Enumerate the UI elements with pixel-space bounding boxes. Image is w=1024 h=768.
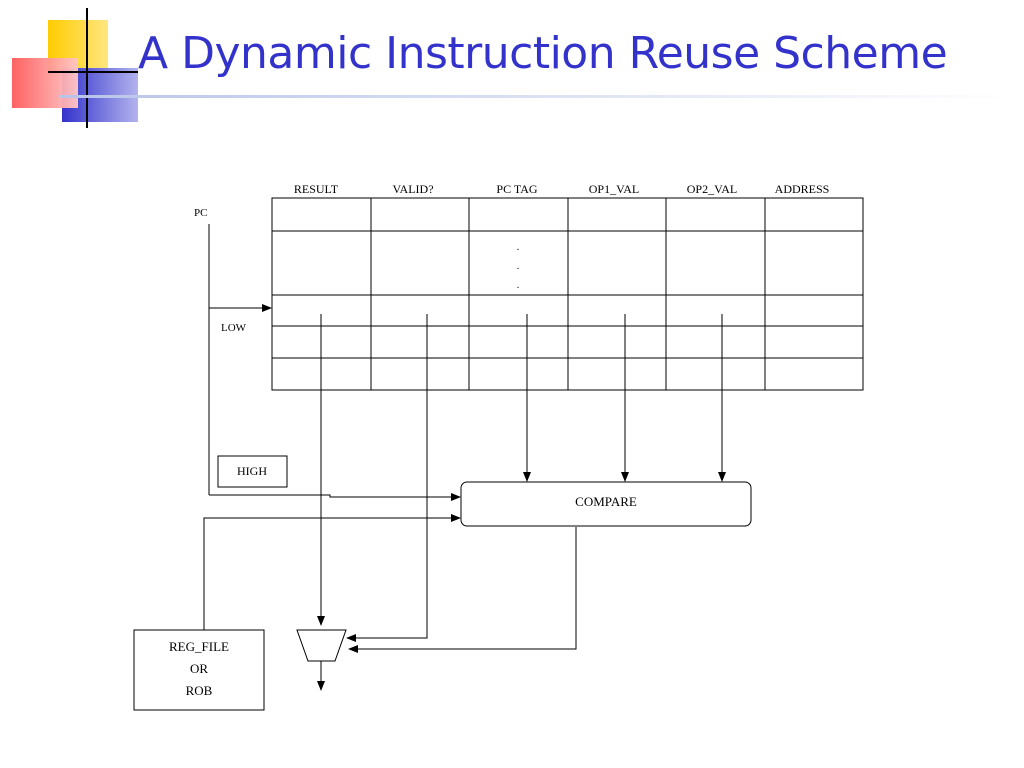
or-label: OR	[190, 661, 208, 676]
high-label: HIGH	[237, 464, 267, 478]
low-label: LOW	[221, 322, 247, 334]
ellipsis-dot: .	[517, 261, 520, 272]
rob-label: ROB	[186, 683, 213, 698]
high-box	[217, 455, 288, 488]
column-header-valid: VALID?	[392, 182, 433, 196]
compare-box	[460, 481, 752, 527]
column-header-pc-tag: PC TAG	[496, 182, 537, 196]
ellipsis-dot: .	[517, 280, 520, 291]
compare-output-arrow	[348, 527, 577, 653]
regfile-rob-box	[133, 629, 265, 711]
compare-label: COMPARE	[575, 494, 637, 509]
column-header-op1-val: OP1_VAL	[589, 182, 639, 196]
valid-arrow	[346, 314, 428, 642]
title-divider	[60, 95, 1024, 98]
ellipsis-dot: .	[517, 242, 520, 253]
pc-high-arrow	[209, 493, 461, 501]
regfile-operand-arrow	[203, 514, 461, 630]
column-header-result: RESULT	[294, 182, 339, 196]
column-header-op2-val: OP2_VAL	[687, 182, 737, 196]
reuse-buffer-table	[271, 197, 864, 391]
page-title: A Dynamic Instruction Reuse Scheme	[138, 28, 948, 79]
pc-label: PC	[194, 207, 207, 219]
column-header-address: ADDRESS	[775, 182, 830, 196]
mux-icon	[296, 629, 347, 662]
regfile-label: REG_FILE	[169, 639, 229, 654]
